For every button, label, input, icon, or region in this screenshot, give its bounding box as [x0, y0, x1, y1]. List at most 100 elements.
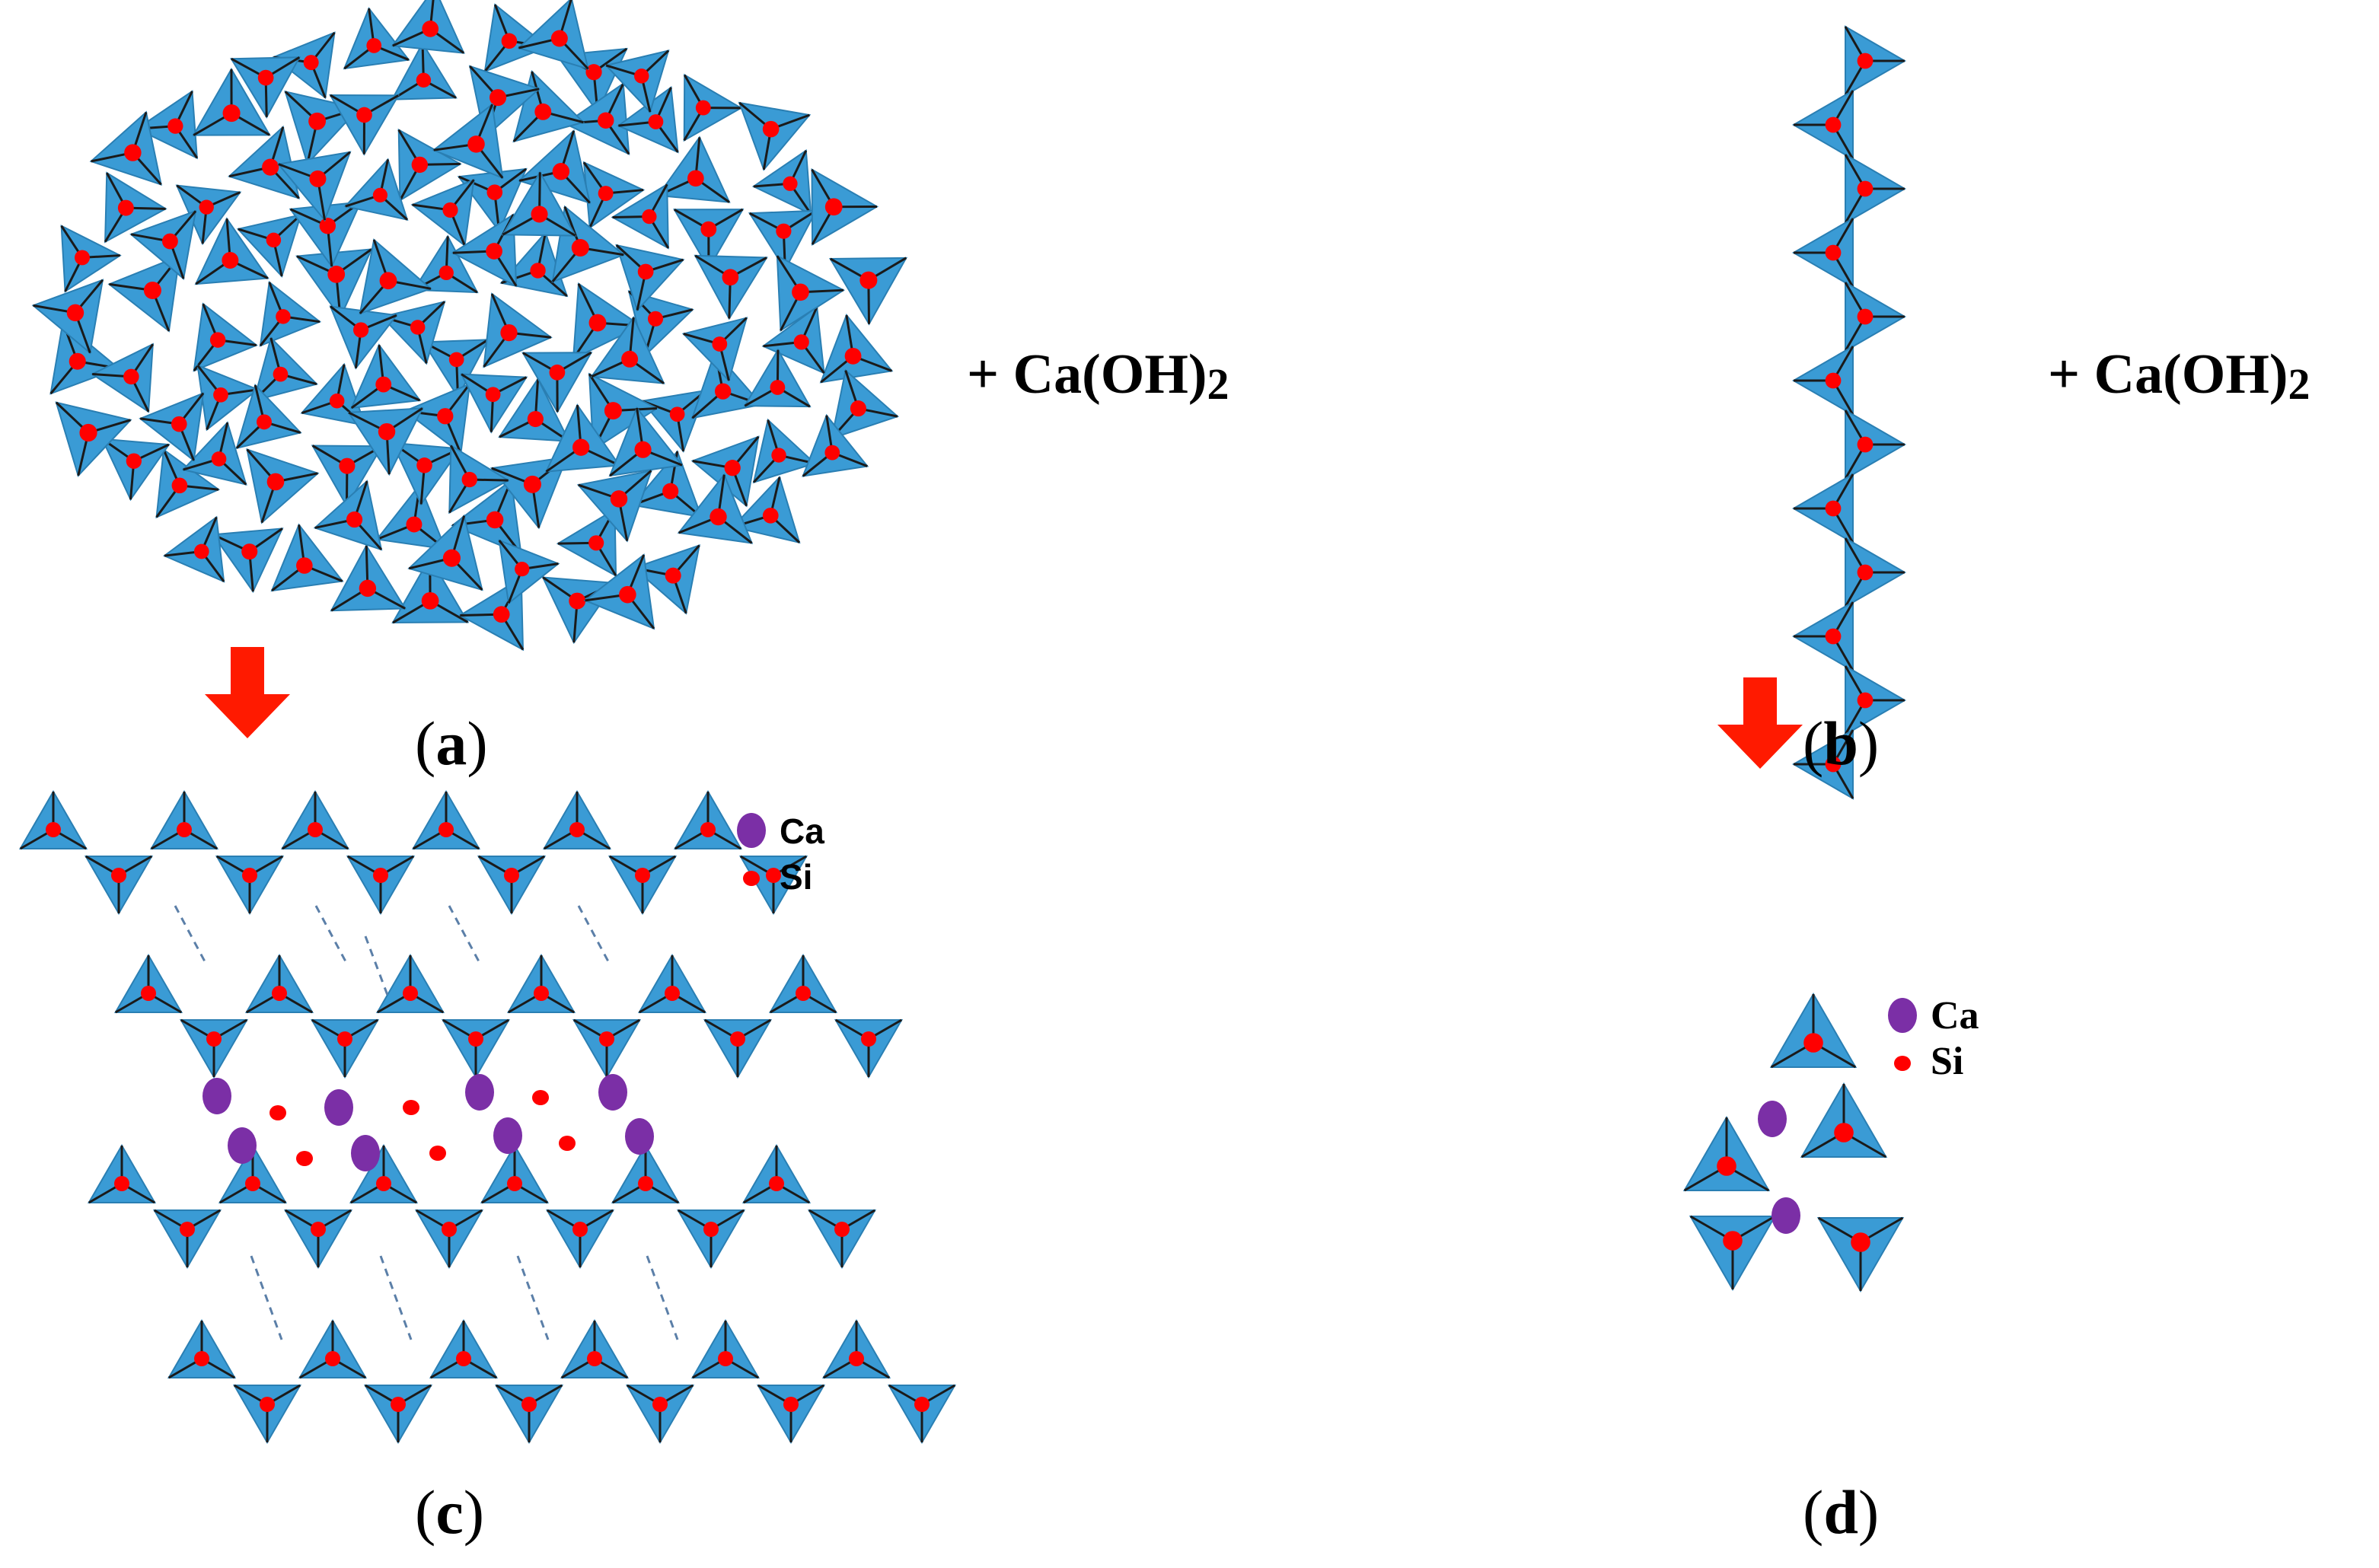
silicon-atom: [1825, 628, 1842, 645]
silicon-atom: [211, 451, 227, 467]
silica-tetrahedron: [283, 1209, 353, 1270]
silica-tetrahedron: [311, 445, 384, 508]
silica-tetrahedron: [329, 94, 400, 156]
silica-tetrahedron: [403, 382, 471, 455]
silica-tetrahedron: [743, 348, 812, 408]
silicon-label: Si: [1931, 1040, 1964, 1083]
silicon-atom: [442, 549, 461, 567]
silicon-atom: [276, 309, 291, 324]
caption-open: (: [1803, 1477, 1824, 1547]
silicon-atom: [209, 332, 226, 348]
silicon-atom: [669, 406, 685, 422]
arrow-a-to-c: [205, 647, 290, 738]
silicon-atom: [257, 414, 272, 430]
silica-tetrahedron: [391, 556, 470, 624]
silicon-atom: [714, 383, 732, 400]
silicon-atom: [311, 1222, 326, 1237]
silicon-atom: [171, 477, 188, 494]
silicon-atom: [604, 402, 622, 420]
silicon-atom: [531, 206, 548, 223]
silicon-atom: [722, 269, 739, 286]
caption-letter: d: [1823, 1477, 1858, 1547]
silicon-atom: [730, 1031, 745, 1047]
silica-tetrahedron: [375, 953, 445, 1014]
silicon-atom: [266, 473, 285, 491]
silica-tetrahedron: [1792, 89, 1854, 161]
calcium-swatch: [1888, 998, 1917, 1033]
silica-tetrahedron: [761, 305, 825, 374]
silicon-atom: [177, 822, 192, 837]
silicon-atom: [534, 103, 552, 120]
silicon-ion: [296, 1151, 313, 1166]
silicon-atom: [647, 311, 664, 327]
silicon-atom: [571, 238, 589, 257]
silicon-atom: [438, 265, 454, 281]
silicon-atom: [665, 986, 680, 1001]
silicon-atom: [222, 252, 239, 269]
silicon-atom: [718, 1351, 733, 1366]
silica-tetrahedron: [167, 1318, 237, 1379]
silica-tetrahedron: [60, 225, 122, 293]
hydrogen-bond: [516, 1255, 550, 1340]
silica-tetrahedron: [228, 125, 301, 199]
silicon-atom: [308, 822, 323, 837]
silicon-atom: [569, 822, 585, 837]
hydrogen-bond: [577, 905, 611, 964]
silica-tetrahedron: [1844, 281, 1906, 352]
silicon-atom: [266, 232, 282, 248]
silica-tetrahedron: [494, 1384, 564, 1445]
silica-tetrahedron: [55, 401, 132, 477]
silica-tetrahedron: [731, 475, 801, 544]
silica-tetrahedron: [681, 317, 748, 382]
silica-tetrahedron: [637, 953, 707, 1014]
silica-tetrahedron: [1792, 345, 1854, 416]
silicon-atom: [783, 1397, 799, 1412]
silicate-layer: [18, 789, 808, 916]
silica-tetrahedron: [448, 444, 510, 515]
calcium-label: Ca: [1931, 994, 1979, 1037]
caption-close: ): [1858, 709, 1880, 778]
silicon-atom: [141, 986, 156, 1001]
silicon-atom: [585, 64, 602, 81]
silicon-atom: [375, 376, 392, 393]
silicon-atom: [695, 100, 711, 116]
silica-tetrahedron: [280, 789, 350, 850]
silicon-atom: [241, 543, 258, 560]
silicon-atom: [703, 1222, 719, 1237]
silica-tetrahedron: [1792, 601, 1854, 672]
silicon-atom: [75, 250, 90, 266]
silica-tetrahedron: [572, 1018, 642, 1079]
panel-b-silicate-chain: [1792, 25, 1907, 800]
calcium-ion: [493, 1117, 522, 1154]
silicon-atom: [598, 186, 614, 201]
silica-tetrahedron: [572, 282, 643, 361]
silicate-layer: [167, 1318, 957, 1445]
silica-tetrahedron: [330, 543, 407, 612]
hydrogen-bond: [379, 1255, 413, 1340]
silica-tetrahedron: [192, 67, 271, 136]
silicon-atom: [346, 511, 363, 528]
silica-tetrahedron: [350, 343, 422, 410]
silicon-atom: [410, 320, 426, 335]
silica-tetrahedron: [545, 1209, 615, 1270]
silicon-atom: [123, 368, 139, 385]
caption-b: (b): [1803, 708, 1879, 779]
silica-tetrahedron: [363, 1384, 433, 1445]
panel-d-isolated-tetrahedra: [1682, 992, 1905, 1293]
caption-letter: c: [435, 1477, 464, 1547]
silica-tetrahedron: [391, 441, 461, 506]
silicon-atom: [700, 221, 717, 237]
caption-close: ): [463, 1477, 485, 1547]
caption-a: (a): [415, 708, 488, 779]
silicon-atom: [114, 1176, 129, 1191]
silicon-label: Si: [780, 857, 813, 897]
silicon-ion: [532, 1090, 549, 1105]
silicon-atom: [588, 314, 607, 332]
silica-tetrahedron: [498, 377, 571, 442]
silica-tetrahedron: [556, 508, 617, 578]
panel-a-amorphous-silica-network: [31, 0, 908, 652]
silica-tetrahedron: [298, 1318, 368, 1379]
caption-c: (c): [415, 1477, 484, 1548]
silicon-atom: [1723, 1231, 1743, 1251]
